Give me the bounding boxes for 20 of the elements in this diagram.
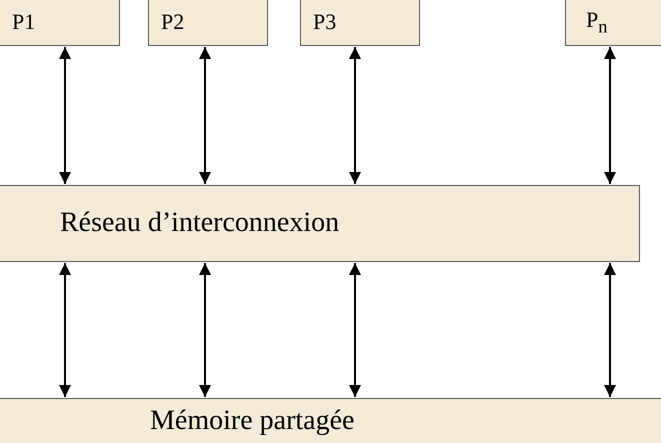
component-band <box>0 185 640 262</box>
double-arrow <box>604 263 616 397</box>
double-arrow <box>349 263 361 397</box>
processor-label: P2 <box>161 10 184 35</box>
band-label: Mémoire partagée <box>150 406 354 436</box>
processor-label: P1 <box>12 10 36 35</box>
double-arrow <box>604 47 616 184</box>
processor-box <box>0 0 120 46</box>
processor-label: P$_{n}$ <box>586 8 608 37</box>
processor-box <box>565 0 661 46</box>
processor-box <box>148 0 268 46</box>
double-arrow <box>349 47 361 184</box>
processor-label: P3 <box>313 10 336 35</box>
processor-box <box>300 0 420 46</box>
double-arrow <box>199 263 211 397</box>
component-band <box>0 398 661 443</box>
band-label: Réseau d’interconnexion <box>60 208 340 239</box>
double-arrow <box>59 47 71 184</box>
double-arrow <box>199 47 211 184</box>
double-arrow <box>59 263 71 397</box>
